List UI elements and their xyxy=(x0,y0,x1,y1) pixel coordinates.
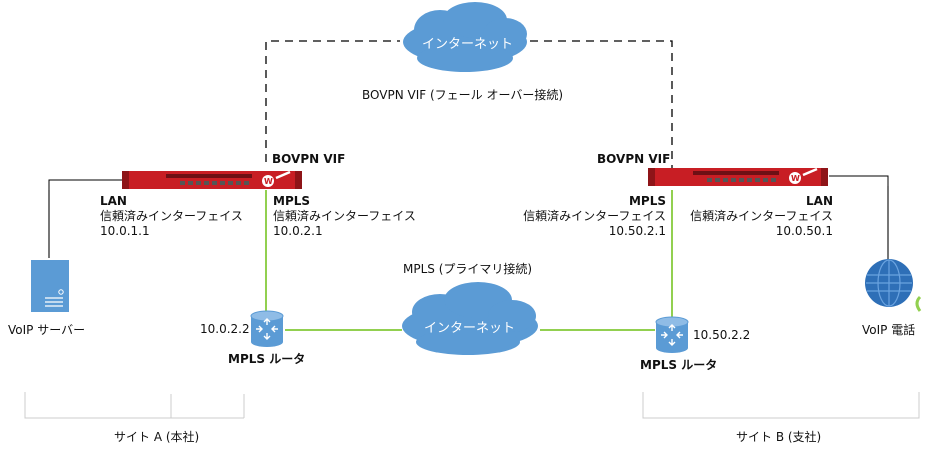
lan-name-site-a: LAN xyxy=(100,194,127,208)
router-icon-site-b xyxy=(655,316,689,353)
lan-type-site-b: 信頼済みインターフェイス xyxy=(690,209,833,223)
mpls-type-site-b: 信頼済みインターフェイス xyxy=(523,209,666,223)
cloud-icon-middle xyxy=(402,282,538,355)
bovpn-vif-label-site-a: BOVPN VIF xyxy=(272,152,346,166)
lan-ip-site-a: 10.0.1.1 xyxy=(100,224,150,238)
endpoint-label-site-b: VoIP 電話 xyxy=(862,323,916,337)
lan-ip-site-b: 10.0.50.1 xyxy=(775,224,833,238)
firebox-appliance-icon-site-b: W xyxy=(648,167,828,186)
globe-icon xyxy=(865,259,922,312)
router-icon-site-a xyxy=(250,310,284,347)
lan-type-site-a: 信頼済みインターフェイス xyxy=(100,209,243,223)
mpls-name-site-b: MPLS xyxy=(628,194,666,208)
site-label-a: サイト A (本社) xyxy=(114,430,200,444)
lan-name-site-b: LAN xyxy=(806,194,833,208)
mpls-ip-site-a: 10.0.2.1 xyxy=(273,224,323,238)
site-label-b: サイト B (支社) xyxy=(736,430,822,444)
site-bracket-a xyxy=(24,392,171,419)
router-ip-site-a: 10.0.2.2 xyxy=(200,322,250,336)
site-bracket-b xyxy=(642,392,920,419)
cloud-label-top: インターネット xyxy=(422,37,514,52)
router-ip-site-b: 10.50.2.2 xyxy=(693,328,751,342)
failover-link-label: BOVPN VIF (フェール オーバー接続) xyxy=(362,88,564,102)
bovpn-vif-label-site-b: BOVPN VIF xyxy=(597,152,671,166)
primary-link-label: MPLS (プライマリ接続) xyxy=(403,262,533,276)
mpls-type-site-a: 信頼済みインターフェイス xyxy=(273,209,416,223)
endpoint-label-site-a: VoIP サーバー xyxy=(8,323,86,337)
failover-link xyxy=(265,40,673,168)
server-icon xyxy=(31,260,69,312)
mpls-name-site-a: MPLS xyxy=(273,194,311,208)
router-label-site-a: MPLS ルータ xyxy=(228,352,306,366)
mpls-ip-site-b: 10.50.2.1 xyxy=(608,224,666,238)
lan-link-site-b xyxy=(829,175,889,262)
firebox-appliance-icon-site-a: W xyxy=(122,170,302,189)
phone-icon xyxy=(915,295,922,312)
cloud-icon-top xyxy=(403,2,527,72)
cloud-label-middle: インターネット xyxy=(424,321,516,336)
router-label-site-b: MPLS ルータ xyxy=(640,358,718,372)
svg-text:W: W xyxy=(791,174,800,183)
svg-text:W: W xyxy=(264,177,273,186)
